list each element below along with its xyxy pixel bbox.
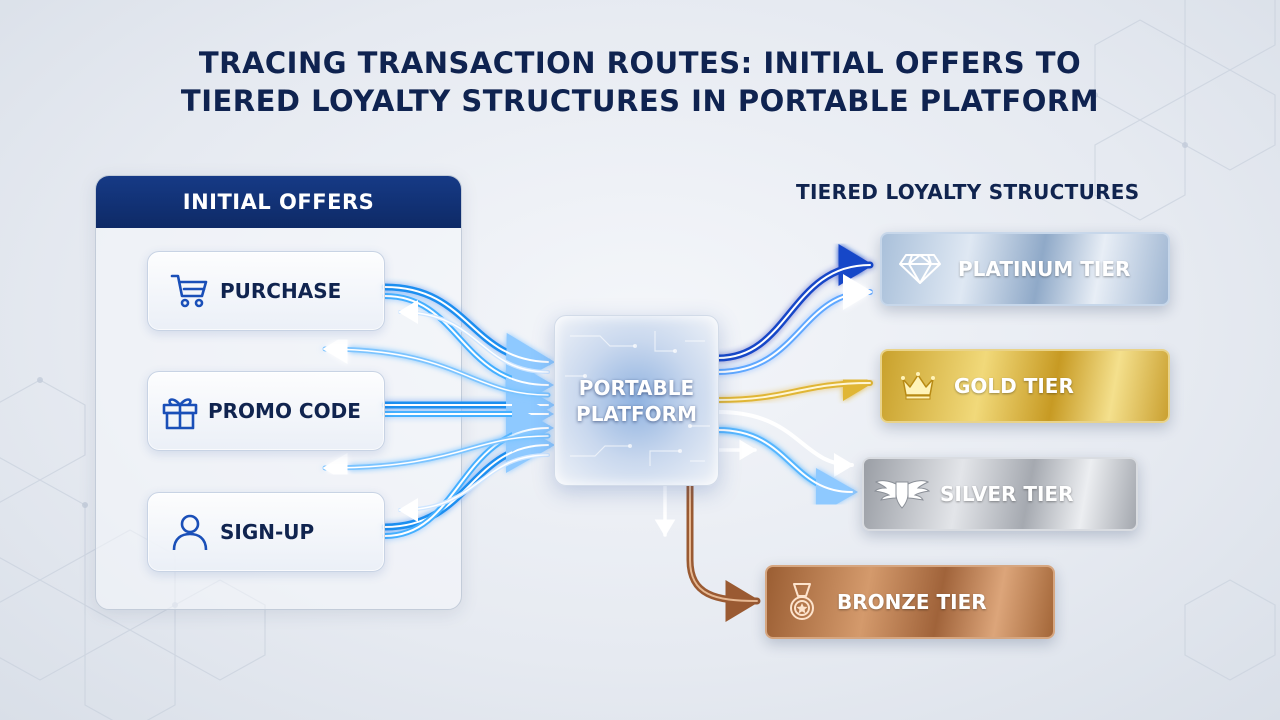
- offer-label-promo-code: PROMO CODE: [208, 399, 361, 423]
- offer-label-purchase: PURCHASE: [220, 279, 342, 303]
- offer-card-promo-code[interactable]: PROMO CODE: [147, 371, 385, 451]
- tier-card-silver[interactable]: SILVER TIER: [862, 457, 1138, 531]
- hub-label: PORTABLE PLATFORM: [576, 375, 697, 427]
- flow-hub-to-platinum: [714, 244, 874, 375]
- medal-icon: [767, 582, 837, 622]
- title-line-1: TRACING TRANSACTION ROUTES: INITIAL OFFE…: [198, 46, 1082, 80]
- tier-label-gold: GOLD TIER: [954, 374, 1074, 398]
- flow-hub-to-bronze: [686, 482, 761, 622]
- initial-offers-heading: INITIAL OFFERS: [96, 176, 461, 228]
- tier-card-platinum[interactable]: PLATINUM TIER: [880, 232, 1170, 306]
- tiered-loyalty-heading: TIERED LOYALTY STRUCTURES: [796, 180, 1140, 204]
- user-icon: [160, 512, 220, 552]
- gift-icon: [152, 391, 208, 431]
- flow-signup-to-hub: [381, 404, 555, 539]
- page-title: TRACING TRANSACTION ROUTES: INITIAL OFFE…: [0, 44, 1280, 120]
- tier-label-platinum: PLATINUM TIER: [958, 257, 1131, 281]
- crown-icon: [882, 371, 954, 401]
- circuit-pattern: [565, 331, 710, 466]
- shopping-cart-icon: [160, 272, 220, 310]
- offer-label-sign-up: SIGN-UP: [220, 520, 315, 544]
- tier-card-gold[interactable]: GOLD TIER: [880, 349, 1170, 423]
- flow-promo-to-hub: [381, 377, 555, 438]
- tier-card-bronze[interactable]: BRONZE TIER: [765, 565, 1055, 639]
- return-arrow-promo-bottom: [322, 433, 551, 483]
- return-arrow-purchase: [398, 300, 550, 374]
- offer-card-purchase[interactable]: PURCHASE: [147, 251, 385, 331]
- flow-hub-to-silver: [715, 410, 858, 516]
- return-arrow-promo-top: [322, 334, 551, 398]
- diamond-icon: [882, 253, 958, 285]
- tier-label-bronze: BRONZE TIER: [837, 590, 987, 614]
- tier-label-silver: SILVER TIER: [940, 482, 1074, 506]
- hub-label-line-1: PORTABLE: [578, 375, 695, 400]
- title-line-2: TIERED LOYALTY STRUCTURES IN PORTABLE PL…: [180, 84, 1100, 118]
- winged-shield-icon: [864, 476, 940, 512]
- return-arrow-signup: [398, 453, 550, 522]
- hub-label-line-2: PLATFORM: [576, 401, 697, 426]
- flow-hub-to-gold: [715, 365, 873, 403]
- portable-platform-hub[interactable]: PORTABLE PLATFORM: [554, 315, 719, 486]
- offer-card-sign-up[interactable]: SIGN-UP: [147, 492, 385, 572]
